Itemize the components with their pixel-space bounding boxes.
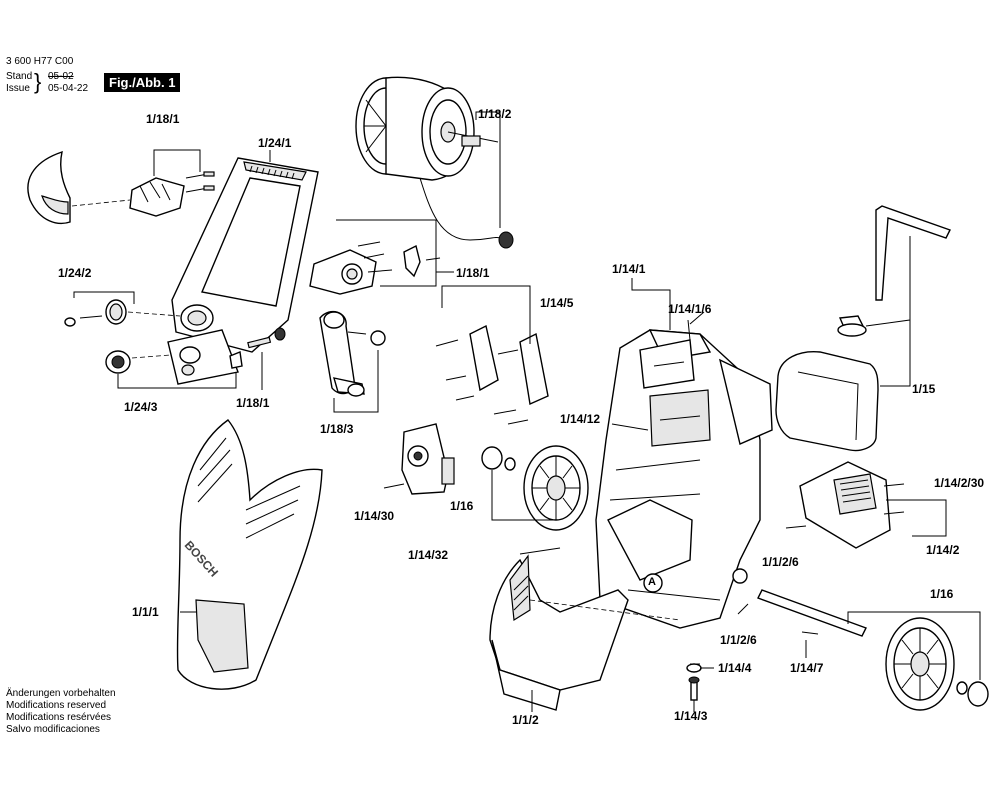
wheel-part-right [847, 611, 989, 711]
label-1-1-2-6-a: 1/1/2/6 [762, 555, 799, 569]
lower-housing-part [489, 554, 681, 711]
label-1-18-1-low: 1/18/1 [236, 396, 270, 410]
issue-label: Issue [6, 83, 30, 94]
label-1-14-2: 1/14/2 [926, 543, 960, 557]
label-1-24-3: 1/24/3 [124, 400, 158, 414]
notice-line-fr: Modifications resérvées [6, 712, 112, 723]
callout-a: A [648, 576, 656, 588]
crank-part [319, 310, 386, 413]
reel-bracket-part [309, 219, 454, 295]
hose-reel-part [355, 76, 514, 249]
label-1-14-12: 1/14/12 [560, 412, 601, 426]
figure-title: Fig./Abb. 1 [104, 73, 181, 92]
label-1-18-1-mid: 1/18/1 [456, 266, 490, 280]
modifications-notice: Änderungen vorbehalten Modifications res… [6, 688, 116, 736]
label-1-14-2-30: 1/14/2/30 [934, 476, 985, 490]
label-1-14-7: 1/14/7 [790, 661, 824, 675]
knob-parts [64, 291, 243, 389]
main-chassis-part [595, 278, 773, 629]
leader-lines [519, 311, 807, 712]
label-1-1-2-6-b: 1/1/2/6 [720, 633, 757, 647]
label-1-1-1: 1/1/1 [132, 605, 159, 619]
notice-line-de: Änderungen vorbehalten [6, 688, 116, 699]
label-1-24-2: 1/24/2 [58, 266, 92, 280]
label-1-14-32: 1/14/32 [408, 548, 449, 562]
stand-label: Stand [6, 71, 33, 82]
issue-date: 05-04-22 [48, 83, 89, 94]
label-1-14-1: 1/14/1 [612, 262, 646, 276]
notice-line-es: Salvo modificaciones [6, 724, 100, 735]
notice-line-en: Modifications reserved [6, 700, 107, 711]
side-cap-part [27, 149, 215, 225]
label-1-16-mid: 1/16 [450, 499, 474, 513]
label-1-18-3: 1/18/3 [320, 422, 354, 436]
label-1-18-2: 1/18/2 [478, 107, 512, 121]
handle-rod-part [875, 205, 951, 301]
brace: } [34, 69, 42, 94]
wheel-part-left [481, 445, 589, 531]
label-1-14-30-left: 1/14/30 [354, 509, 395, 523]
detergent-tank-part [775, 236, 911, 452]
label-1-24-1: 1/24/1 [258, 136, 292, 150]
label-1-14-3: 1/14/3 [674, 709, 708, 723]
label-1-1-2: 1/1/2 [512, 713, 539, 727]
switch-box-part [383, 423, 455, 495]
screw-part [247, 327, 286, 390]
label-1-14-5: 1/14/5 [540, 296, 574, 310]
label-1-16-right: 1/16 [930, 587, 954, 601]
label-1-15: 1/15 [912, 382, 936, 396]
fan-cover-part [785, 461, 947, 549]
front-housing-part [176, 419, 323, 690]
upper-housing-part [167, 150, 319, 385]
document-number: 3 600 H77 C00 [6, 56, 74, 67]
label-1-18-1-top: 1/18/1 [146, 112, 180, 126]
stand-date: 05-02 [48, 71, 74, 82]
label-1-14-4: 1/14/4 [718, 661, 752, 675]
hose-clip-parts [435, 285, 549, 425]
label-1-14-1-6: 1/14/1/6 [668, 302, 712, 316]
